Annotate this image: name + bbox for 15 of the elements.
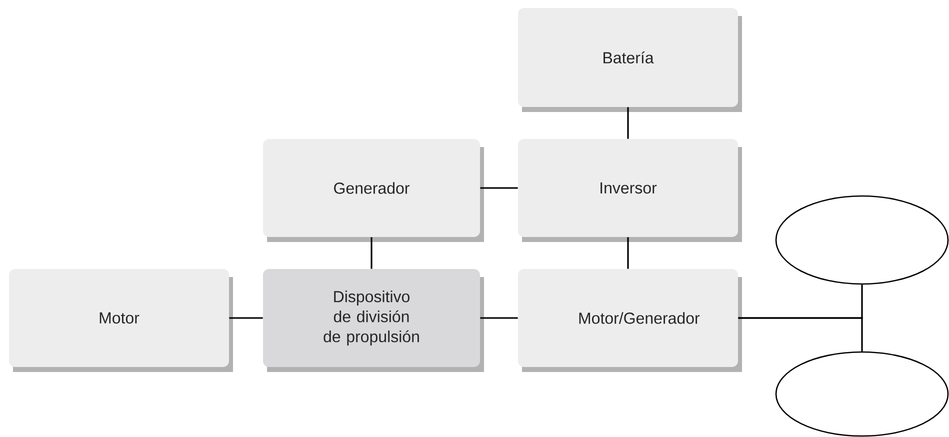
connector-line (627, 107, 629, 139)
process-box: Batería (518, 8, 742, 112)
process-box: Motor/Generador (518, 269, 742, 372)
process-box: Generador (263, 139, 484, 242)
connector-line (480, 187, 518, 189)
connector-line (370, 237, 372, 269)
connector-line (627, 237, 629, 269)
process-box: Dispositivo de división de propulsión (263, 269, 484, 372)
wheel-ellipse (775, 195, 949, 285)
connector-line (738, 317, 863, 352)
wheel-ellipse (775, 351, 949, 437)
connector-line (229, 317, 263, 319)
process-box: Motor (9, 269, 233, 372)
connector-line (480, 317, 518, 319)
process-box: Inversor (518, 139, 742, 242)
